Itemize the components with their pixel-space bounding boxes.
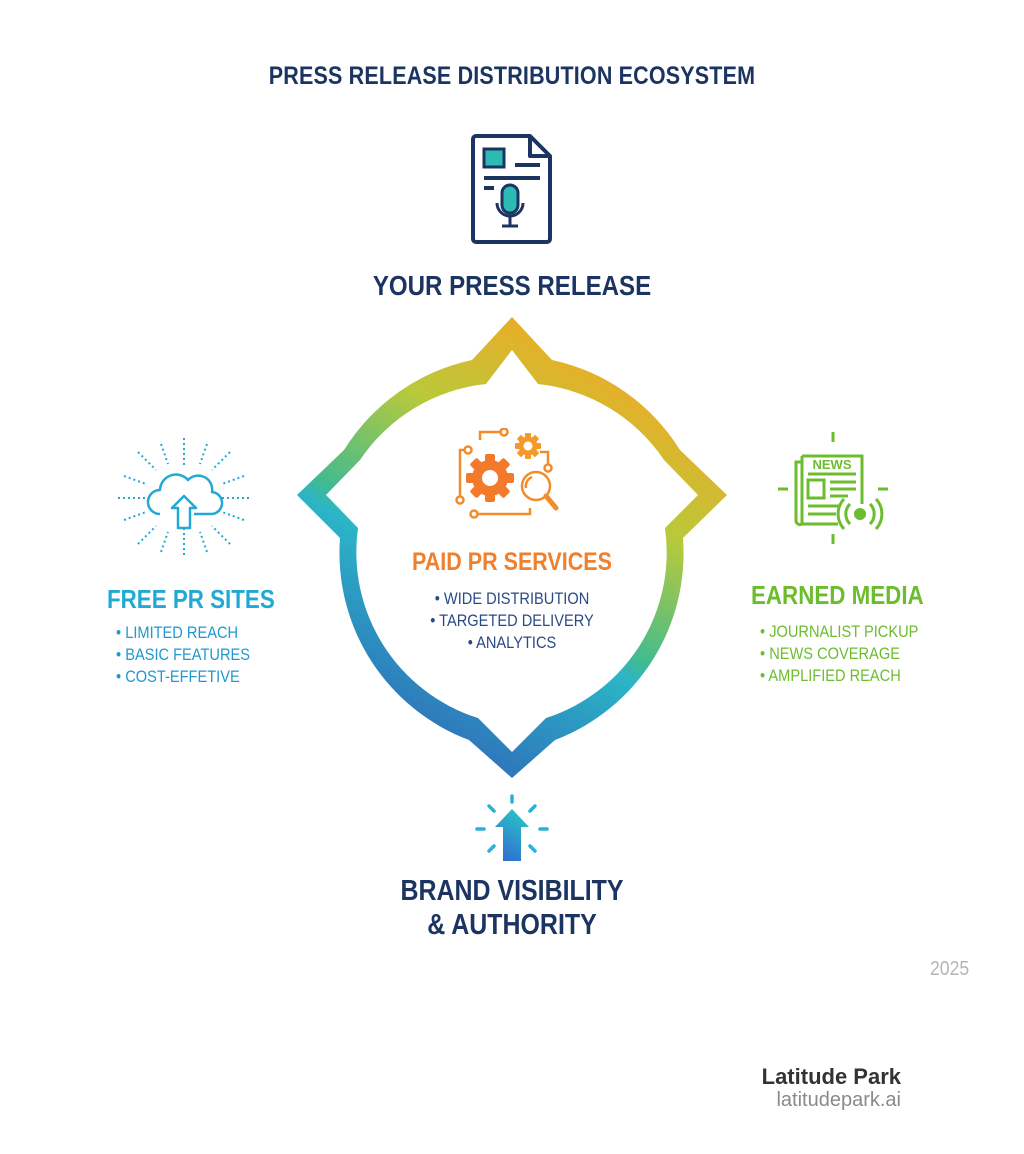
news-icon-text: NEWS <box>813 457 852 472</box>
outcome-label: BRAND VISIBILITY & AUTHORITY <box>72 874 953 942</box>
list-item: BASIC FEATURES <box>116 644 250 666</box>
list-item: LIMITED REACH <box>116 622 250 644</box>
paid-pr-title: PAID PR SERVICES <box>412 548 612 576</box>
free-pr-title: FREE PR SITES <box>107 584 275 614</box>
cloud-upload-icon <box>116 436 252 560</box>
page-title: PRESS RELEASE DISTRIBUTION ECOSYSTEM <box>268 62 756 90</box>
list-item: JOURNALIST PICKUP <box>760 621 918 643</box>
gears-magnifier-icon <box>452 428 576 524</box>
earned-media-title: EARNED MEDIA <box>751 580 924 610</box>
paid-pr-list: WIDE DISTRIBUTION TARGETED DELIVERY ANAL… <box>383 588 641 654</box>
source-label: YOUR PRESS RELEASE <box>372 270 652 301</box>
outcome-line-2: & AUTHORITY <box>427 909 597 941</box>
free-pr-list: LIMITED REACH BASIC FEATURES COST-EFFETI… <box>116 622 250 688</box>
list-item: AMPLIFIED REACH <box>760 665 918 687</box>
brand-name: Latitude Park <box>761 1064 901 1089</box>
earned-media-list: JOURNALIST PICKUP NEWS COVERAGE AMPLIFIE… <box>760 621 918 687</box>
newspaper-broadcast-icon: NEWS <box>776 432 890 546</box>
year-label: 2025 <box>930 958 970 980</box>
list-item: ANALYTICS <box>383 632 641 654</box>
list-item: TARGETED DELIVERY <box>383 610 641 632</box>
list-item: WIDE DISTRIBUTION <box>383 588 641 610</box>
list-item: COST-EFFETIVE <box>116 666 250 688</box>
brand-url[interactable]: latitudepark.ai <box>776 1089 901 1111</box>
document-microphone-icon <box>470 133 554 245</box>
arrow-up-glow-icon <box>474 793 550 865</box>
list-item: NEWS COVERAGE <box>760 643 918 665</box>
outcome-line-1: BRAND VISIBILITY <box>400 875 624 907</box>
